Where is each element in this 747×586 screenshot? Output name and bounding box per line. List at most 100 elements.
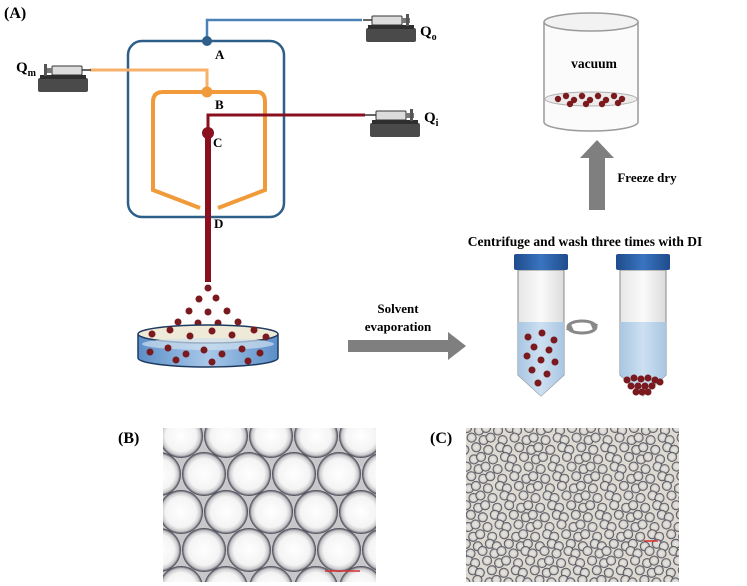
- pump-outer: Qo: [363, 14, 437, 43]
- particle: [635, 493, 646, 503]
- particle: [582, 512, 593, 523]
- particle: [635, 531, 646, 542]
- particle: [482, 555, 493, 566]
- particle: [618, 519, 629, 530]
- micrograph-c: [466, 428, 679, 582]
- particle: [650, 444, 661, 455]
- particle: [576, 442, 587, 453]
- particle: [498, 567, 509, 578]
- particle: [570, 509, 581, 520]
- particle: [638, 442, 649, 453]
- particle: [648, 428, 658, 433]
- particle: [525, 555, 536, 566]
- particle: [571, 432, 582, 443]
- particle: [678, 495, 679, 501]
- particle: [538, 451, 548, 462]
- particle: [518, 529, 529, 540]
- panel-label-b: (B): [118, 430, 139, 447]
- syringe-pump-icon: [38, 64, 91, 92]
- particle: [475, 490, 486, 501]
- particle: [466, 538, 471, 549]
- particle: [533, 442, 544, 453]
- particle: [580, 529, 591, 540]
- particle: [562, 451, 572, 462]
- junction-a-label: A: [215, 47, 225, 62]
- particle: [509, 471, 520, 482]
- particle: [661, 480, 672, 491]
- particle: [593, 454, 603, 465]
- particle: [466, 500, 472, 511]
- particle: [643, 451, 653, 462]
- particle: [645, 435, 656, 446]
- particle: [528, 471, 539, 482]
- particle: [540, 473, 551, 484]
- junction-a-dot: [202, 36, 212, 46]
- particle: [466, 509, 476, 520]
- particle: [492, 464, 503, 475]
- particle: [532, 519, 543, 530]
- particle: [503, 538, 514, 549]
- particle: [577, 574, 588, 582]
- particle: [470, 480, 481, 491]
- particle: [482, 483, 493, 494]
- particle: [567, 428, 577, 433]
- particle: [548, 565, 559, 576]
- particle: [522, 577, 533, 582]
- particle: [575, 480, 586, 491]
- particle: [486, 565, 497, 576]
- freeze-dry-arrow: [580, 140, 614, 210]
- junction-d-label: D: [214, 216, 223, 231]
- freeze-dry-label: Freeze dry: [617, 170, 677, 185]
- vacuum-beaker: [543, 12, 639, 132]
- particle: [477, 512, 488, 523]
- particle: [466, 461, 472, 472]
- particle: [588, 444, 599, 455]
- particle: [614, 471, 625, 482]
- particle: [471, 442, 482, 453]
- falling-droplets: [174, 284, 242, 327]
- particle: [585, 461, 596, 472]
- particle: [508, 548, 519, 559]
- particle: [609, 500, 620, 511]
- particle: [587, 483, 598, 494]
- particle: [477, 546, 488, 556]
- particle: [556, 519, 567, 530]
- particle: [476, 451, 486, 462]
- particle: [672, 428, 679, 433]
- particle: [504, 500, 515, 511]
- particle: [523, 461, 534, 472]
- junction-b-dot: [201, 86, 213, 98]
- particle: [513, 519, 524, 530]
- particle: [598, 428, 608, 436]
- particle: [651, 577, 662, 582]
- particle: [483, 444, 494, 455]
- particle: [666, 490, 677, 501]
- particle: [561, 490, 572, 501]
- centrifuge-label: Centrifuge and wash three times with DI: [468, 234, 703, 249]
- syringe-pump-icon: [365, 109, 420, 137]
- vacuum-label: vacuum: [571, 56, 618, 71]
- particle: [491, 574, 502, 582]
- particle: [608, 538, 619, 549]
- particle: [640, 502, 651, 513]
- particle: [601, 546, 612, 556]
- particle: [582, 546, 593, 556]
- particle: [673, 483, 679, 494]
- particle: [539, 546, 550, 556]
- solvent-evaporation-arrow: [348, 332, 466, 360]
- particle: [493, 428, 503, 436]
- junction-c-label: C: [213, 135, 222, 150]
- particle: [556, 558, 567, 569]
- pump-inner: Qi: [365, 109, 439, 137]
- outer-channel: [126, 18, 362, 219]
- panel-label-a: (A): [4, 5, 26, 22]
- particle: [544, 555, 555, 566]
- particle: [571, 471, 582, 482]
- particle: [590, 471, 601, 482]
- solvent-label-2: evaporation: [365, 319, 432, 334]
- particle: [546, 577, 557, 582]
- particle: [532, 480, 543, 491]
- particle: [627, 577, 638, 582]
- particle: [673, 522, 679, 532]
